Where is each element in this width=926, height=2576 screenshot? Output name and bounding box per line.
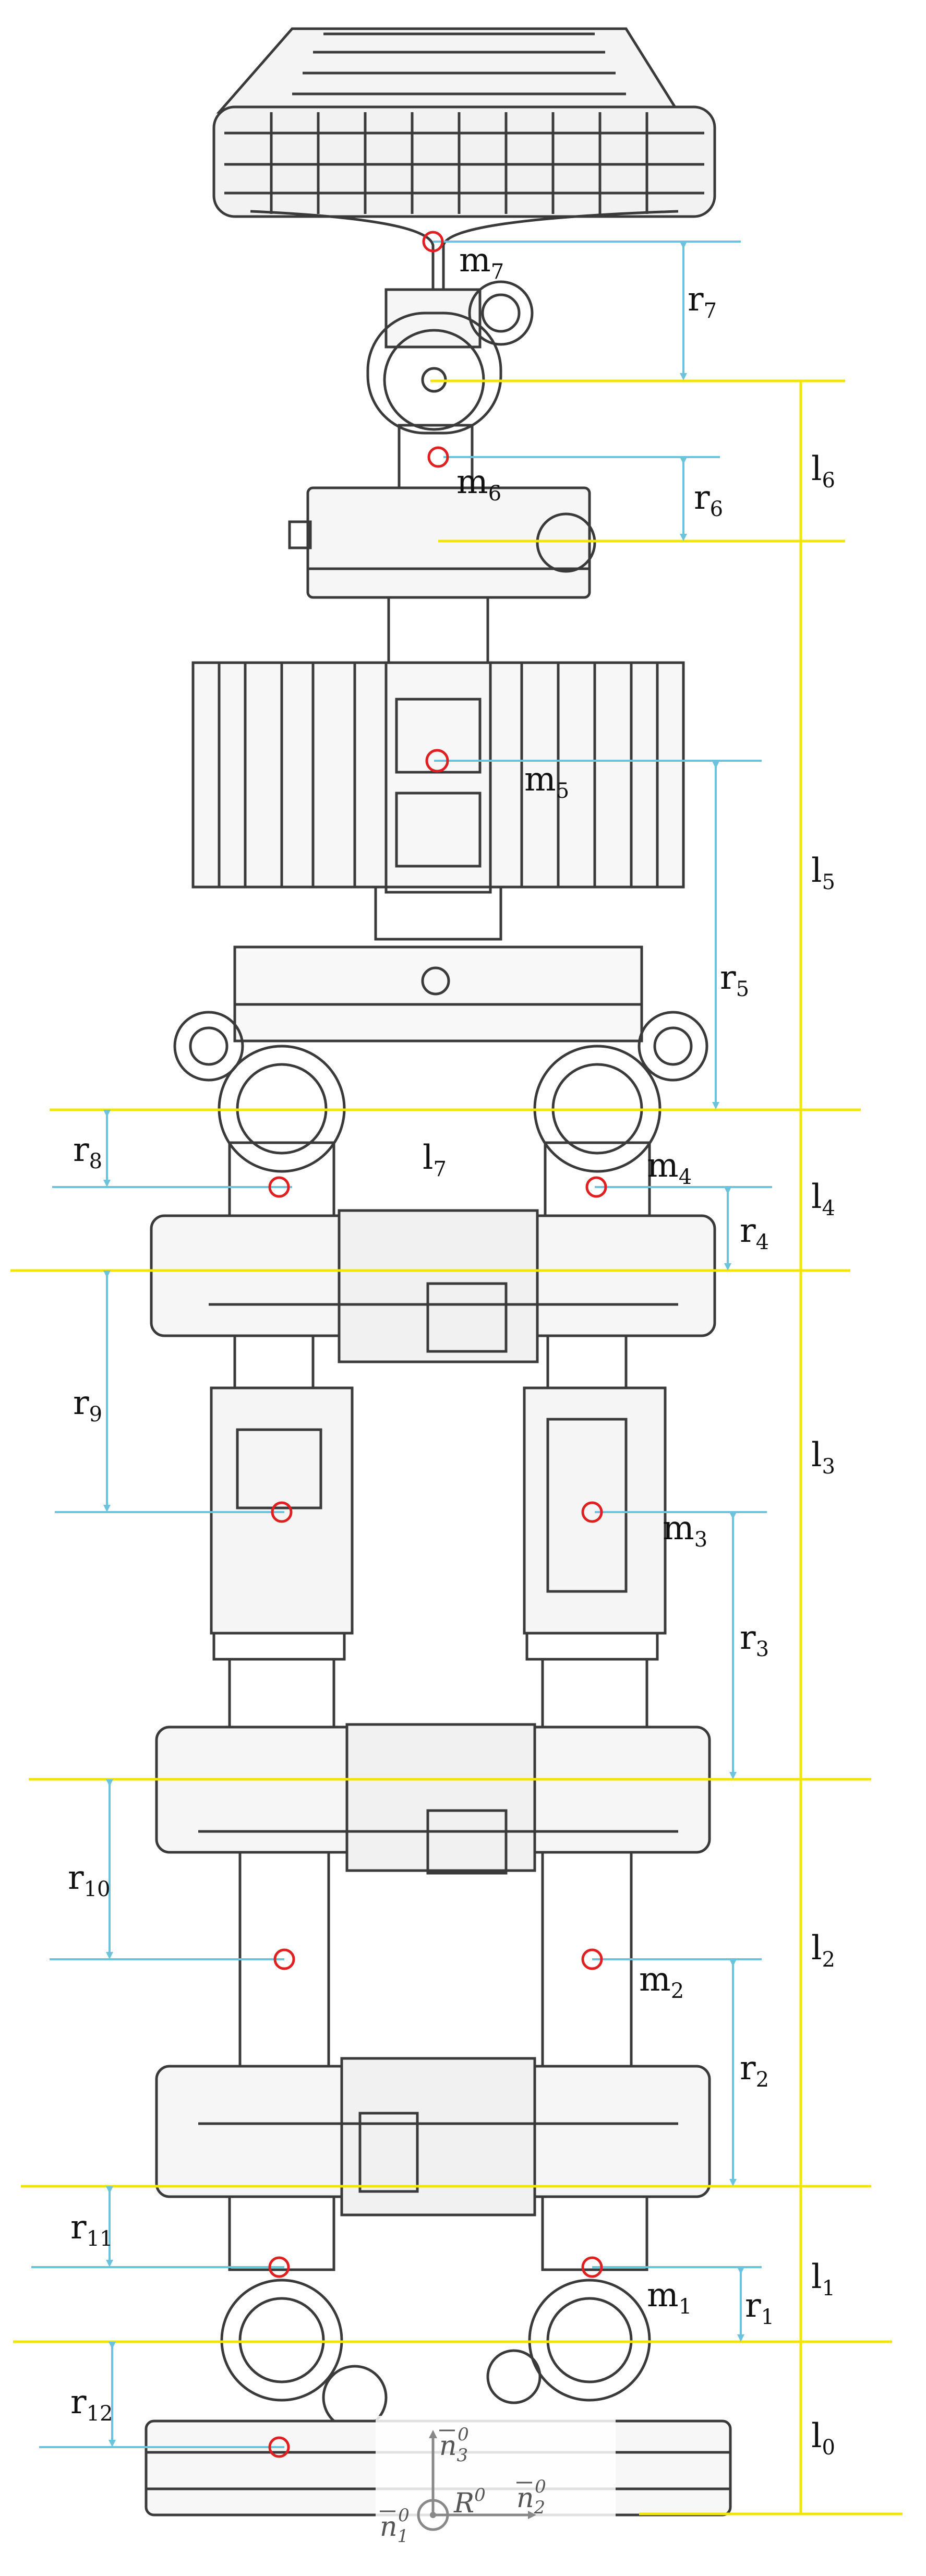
com-marker-m7 xyxy=(422,231,444,253)
thigh-roll-block xyxy=(150,1209,716,1363)
label-r7: r7 xyxy=(688,280,717,323)
com-marker-left-shank xyxy=(273,1948,295,1970)
frame-label-n1: n10 xyxy=(380,2505,410,2547)
label-r8: r8 xyxy=(73,1131,102,1173)
label-m2: m2 xyxy=(639,1960,684,2003)
com-marker-m1 xyxy=(581,2256,603,2278)
label-m7: m7 xyxy=(459,241,504,284)
base-frame: n30 n20 n10 R0 xyxy=(376,2416,616,2572)
frame-label-n3: n30 xyxy=(439,2424,469,2466)
label-l5: l5 xyxy=(811,852,835,894)
label-l4: l4 xyxy=(811,1178,835,1220)
label-l6: l6 xyxy=(811,450,835,493)
label-r10: r10 xyxy=(68,1859,111,1901)
link-lines xyxy=(10,379,903,2515)
frame-axis-n1-symbol xyxy=(417,2499,449,2531)
torso xyxy=(191,661,685,941)
thighs xyxy=(210,1334,667,1729)
mass-labels: m7 m6 m5 m4 m3 m2 m1 xyxy=(456,241,707,2319)
label-r3: r3 xyxy=(740,1619,769,1661)
offset-labels: r7 r6 r5 r4 r3 r2 r1 r8 r9 r10 r11 r12 xyxy=(68,280,774,2426)
neck-servo xyxy=(366,280,534,505)
label-m4: m4 xyxy=(647,1146,692,1189)
shanks xyxy=(238,1851,633,2073)
label-l7: l7 xyxy=(423,1139,447,1181)
ankle-block xyxy=(155,2057,711,2271)
label-l1: l1 xyxy=(811,2258,835,2301)
link-labels: l6 l5 l4 l3 l2 l1 l0 l7 xyxy=(423,450,835,2460)
com-marker-m6 xyxy=(427,446,449,468)
frame-origin-label: R0 xyxy=(453,2485,486,2519)
head xyxy=(212,27,716,294)
label-m1: m1 xyxy=(647,2276,692,2319)
ankle-servos xyxy=(220,2279,651,2430)
label-m3: m3 xyxy=(663,1509,707,1552)
knee-block xyxy=(155,1723,711,1875)
label-r6: r6 xyxy=(694,478,723,521)
com-marker-left-thigh xyxy=(271,1501,293,1523)
robot-drawing xyxy=(145,27,732,2517)
label-l2: l2 xyxy=(811,1929,835,1972)
chest-upper xyxy=(288,486,596,664)
com-markers xyxy=(268,231,607,2458)
label-l3: l3 xyxy=(811,1436,835,1479)
label-r12: r12 xyxy=(70,2383,113,2426)
label-r5: r5 xyxy=(720,958,749,1001)
label-l0: l0 xyxy=(811,2417,835,2460)
label-r4: r4 xyxy=(740,1212,769,1254)
hip-joints xyxy=(173,1011,708,1217)
com-marker-m2 xyxy=(581,1948,603,1970)
com-marker-left-hip xyxy=(268,1176,290,1198)
label-m6: m6 xyxy=(456,463,501,506)
hip-plate xyxy=(233,945,643,1043)
com-marker-m5 xyxy=(425,749,449,773)
label-r1: r1 xyxy=(745,2286,774,2329)
offset-dimensions xyxy=(103,242,744,2447)
label-r2: r2 xyxy=(740,2049,769,2092)
com-marker-m4 xyxy=(585,1176,607,1198)
com-marker-foot xyxy=(268,2436,290,2458)
com-marker-left-ankle xyxy=(268,2256,290,2278)
frame-label-n2: n20 xyxy=(516,2476,546,2518)
label-r11: r11 xyxy=(70,2208,113,2251)
label-r9: r9 xyxy=(73,1384,102,1427)
com-marker-m3 xyxy=(581,1501,603,1523)
label-m5: m5 xyxy=(524,760,569,803)
